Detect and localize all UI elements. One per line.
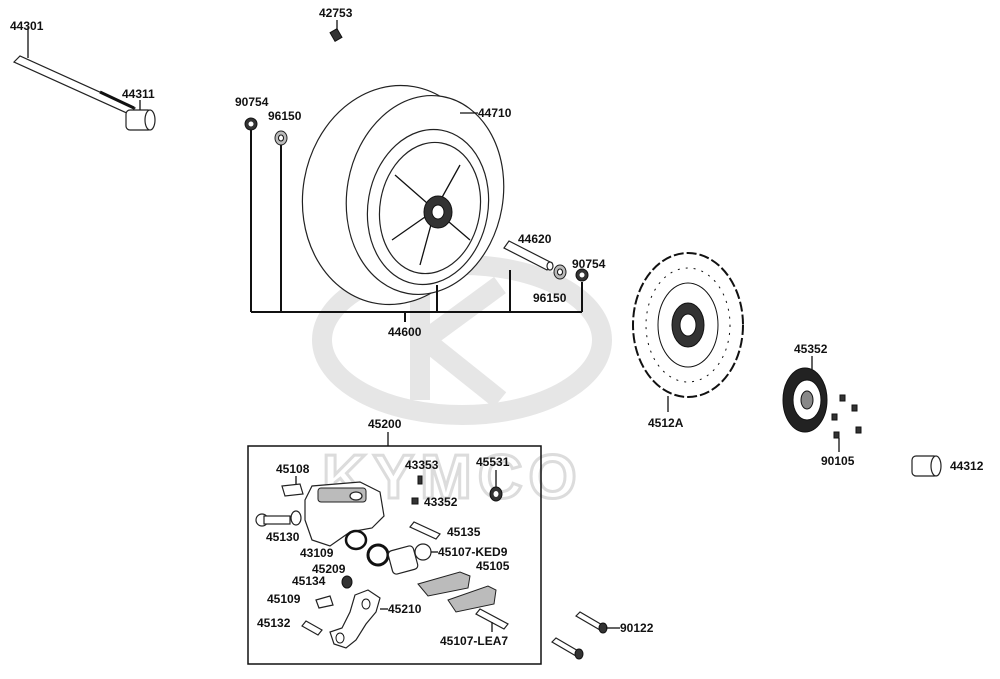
bolts-90122 — [551, 611, 608, 660]
label-44600: 44600 — [388, 325, 422, 339]
label-45352: 45352 — [794, 342, 828, 356]
cap-43353 — [417, 475, 423, 485]
label-45209: 45209 — [312, 562, 346, 576]
seal-90754-left — [244, 117, 258, 131]
label-45210: 45210 — [388, 602, 422, 616]
piston-45107-KED9 — [387, 543, 432, 575]
label-44620: 44620 — [518, 232, 552, 246]
label-43353: 43353 — [405, 458, 439, 472]
pin-45135 — [409, 521, 441, 540]
label-90754-left: 90754 — [235, 95, 269, 109]
label-96150-left: 96150 — [268, 109, 302, 123]
label-44311: 44311 — [122, 87, 155, 101]
bearing-96150-right — [553, 264, 567, 280]
label-45531: 45531 — [476, 455, 510, 469]
label-90122: 90122 — [620, 621, 654, 635]
shim-45108 — [281, 483, 304, 497]
label-90105: 90105 — [821, 454, 855, 468]
label-45132: 45132 — [257, 616, 291, 630]
caliper-body — [304, 481, 385, 547]
valve-42753 — [329, 27, 343, 43]
brake-disc-4512A — [632, 252, 744, 398]
label-45130: 45130 — [266, 530, 300, 544]
boot-45134 — [341, 575, 353, 589]
label-4512A: 4512A — [648, 416, 684, 430]
label-45105: 45105 — [476, 559, 510, 573]
spacer-44620 — [503, 240, 554, 271]
label-42753: 42753 — [319, 6, 353, 20]
caliper-kit-box — [247, 445, 542, 665]
label-45108: 45108 — [276, 462, 310, 476]
axle-shaft — [12, 55, 137, 115]
bracket-45210 — [329, 589, 381, 649]
bracket-44600 — [250, 130, 583, 322]
seal-43109 — [344, 529, 368, 551]
label-96150-right: 96150 — [533, 291, 567, 305]
ring-45352 — [782, 367, 828, 433]
label-43109: 43109 — [300, 546, 334, 560]
bolt-45130 — [255, 510, 302, 527]
seal-45209 — [366, 543, 390, 567]
pad-45105 — [417, 571, 497, 613]
label-44710: 44710 — [478, 106, 512, 120]
label-44312: 44312 — [950, 459, 984, 473]
label-45135: 45135 — [447, 525, 481, 539]
bearing-96150-left — [274, 130, 288, 146]
label-45107-LEA7: 45107-LEA7 — [440, 634, 508, 648]
bleeder-43352 — [411, 497, 419, 505]
nut-45531 — [489, 486, 503, 502]
label-45200: 45200 — [368, 417, 402, 431]
label-90754-right: 90754 — [572, 257, 606, 271]
wheel-assembly — [301, 84, 505, 306]
clip-45109 — [315, 595, 334, 609]
collar-44312 — [911, 455, 942, 477]
label-45109: 45109 — [267, 592, 301, 606]
bolts-90105 — [831, 394, 862, 439]
label-43352: 43352 — [424, 495, 458, 509]
label-45134: 45134 — [292, 574, 326, 588]
label-45107-KED9: 45107-KED9 — [438, 545, 508, 559]
label-44301: 44301 — [10, 19, 44, 33]
pin-45132 — [301, 620, 323, 636]
seal-90754-right — [575, 268, 589, 282]
collar-44311 — [125, 109, 156, 131]
pin-45107-LEA7 — [475, 608, 509, 630]
